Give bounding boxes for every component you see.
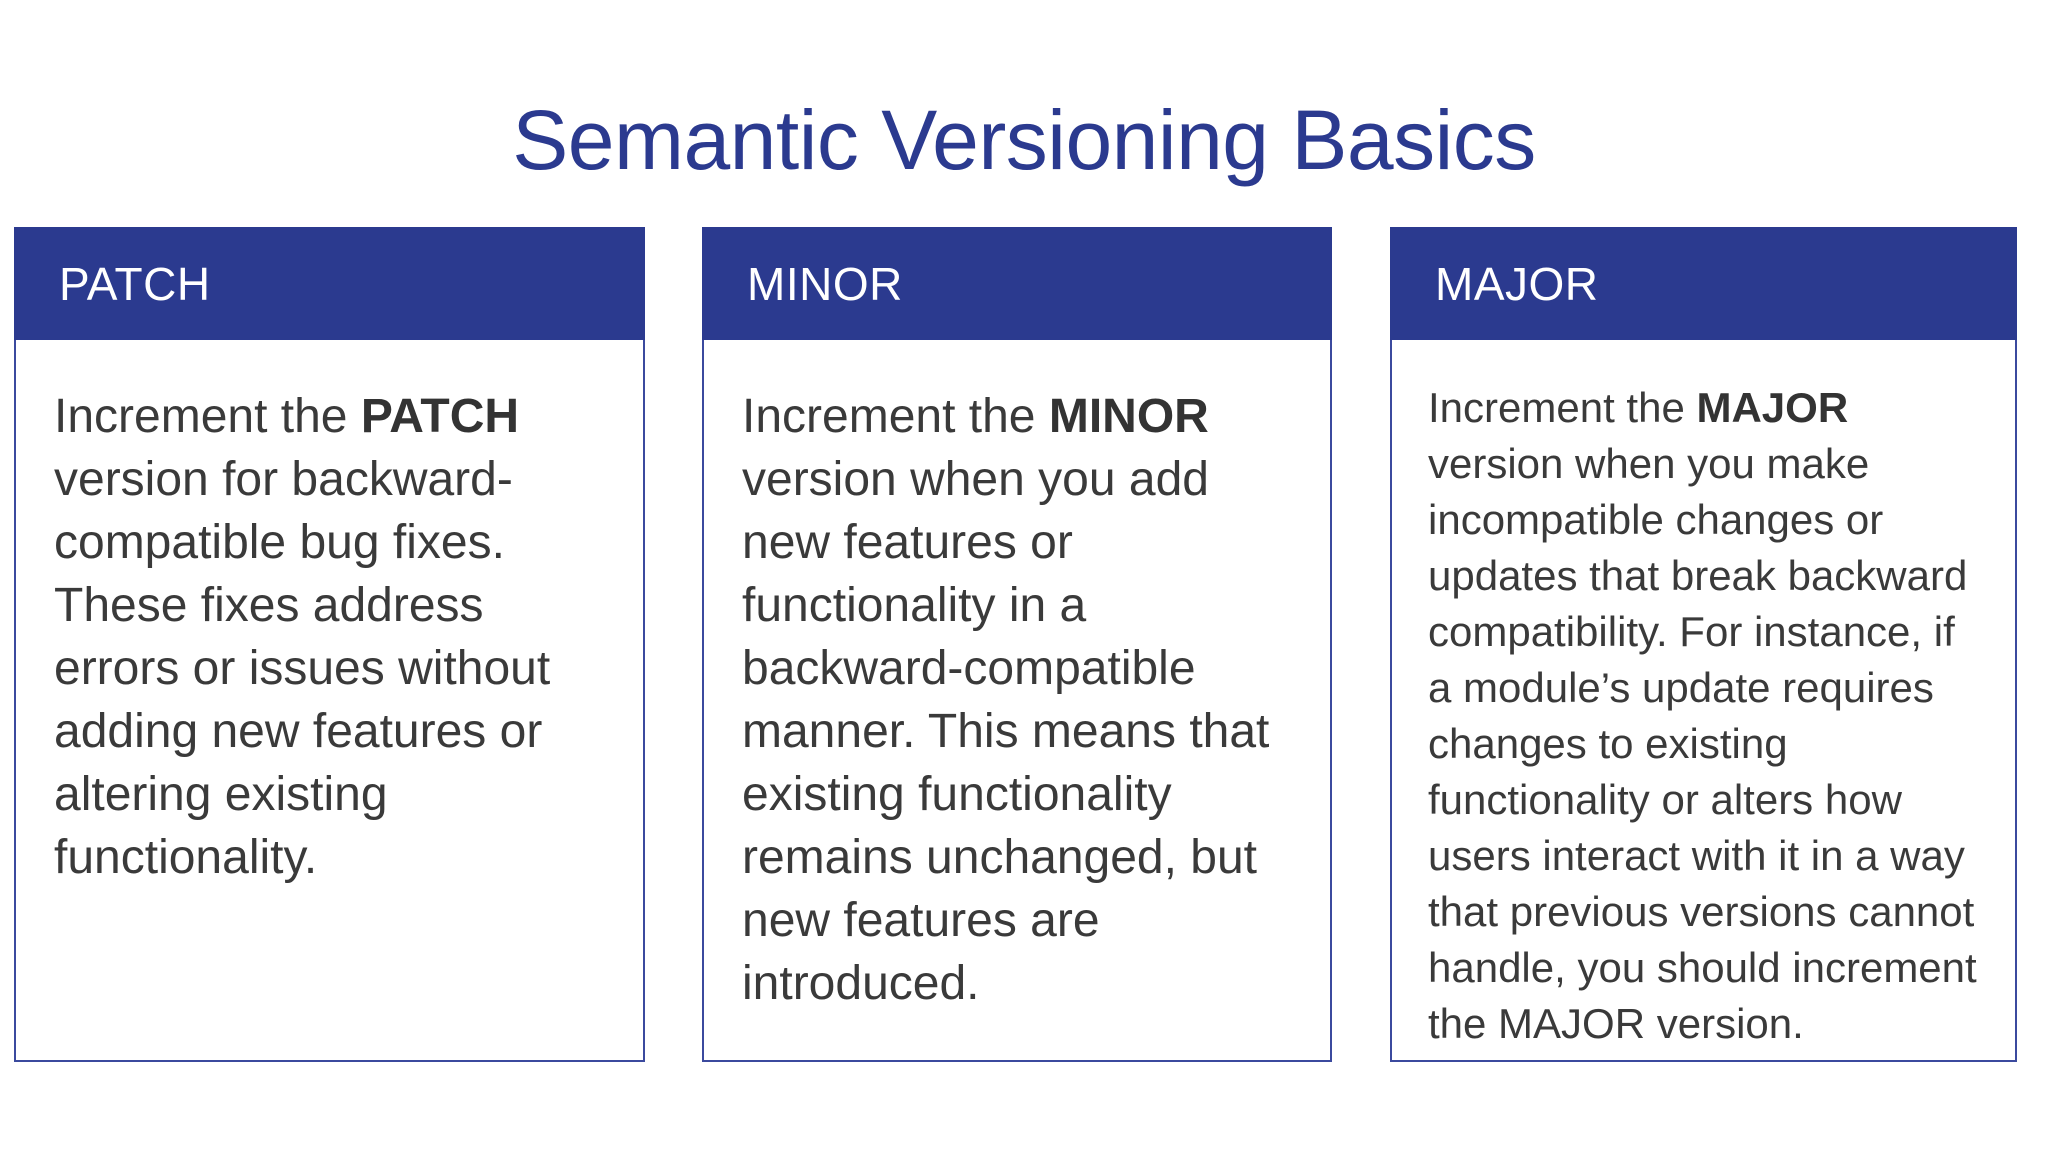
card-patch-header: PATCH xyxy=(14,227,645,340)
card-patch-header-label: PATCH xyxy=(59,257,211,310)
page-title: Semantic Versioning Basics xyxy=(512,93,1536,188)
card-major-body-text: Increment the MAJOR version when you mak… xyxy=(1428,380,1989,1052)
card-patch: PATCH Increment the PATCH version for ba… xyxy=(14,227,645,1062)
card-patch-body-term: PATCH xyxy=(360,390,520,443)
card-major-body-lead: Increment the xyxy=(1428,384,1697,431)
card-patch-body-text: Increment the PATCH version for backward… xyxy=(54,385,615,889)
card-minor-body-rest: version when you add new features or fun… xyxy=(742,453,1270,1010)
card-patch-body: Increment the PATCH version for backward… xyxy=(16,340,643,889)
card-patch-body-lead: Increment the xyxy=(54,390,361,443)
card-major-body-term: MAJOR xyxy=(1696,384,1849,431)
card-major-header-label: MAJOR xyxy=(1435,257,1599,310)
card-minor-header: MINOR xyxy=(702,227,1332,340)
card-major-header: MAJOR xyxy=(1390,227,2017,340)
card-minor-body-term: MINOR xyxy=(1048,390,1209,443)
card-major: MAJOR Increment the MAJOR version when y… xyxy=(1390,227,2017,1062)
card-patch-body-rest: version for backward-compatible bug fixe… xyxy=(54,453,551,884)
card-minor-body-lead: Increment the xyxy=(742,390,1049,443)
card-minor-body: Increment the MINOR version when you add… xyxy=(704,340,1330,1015)
card-major-body: Increment the MAJOR version when you mak… xyxy=(1392,340,2015,1052)
card-minor: MINOR Increment the MINOR version when y… xyxy=(702,227,1332,1062)
card-major-body-rest: version when you make incompatible chang… xyxy=(1428,440,1977,1047)
card-minor-body-text: Increment the MINOR version when you add… xyxy=(742,385,1302,1015)
card-minor-header-label: MINOR xyxy=(747,257,903,310)
